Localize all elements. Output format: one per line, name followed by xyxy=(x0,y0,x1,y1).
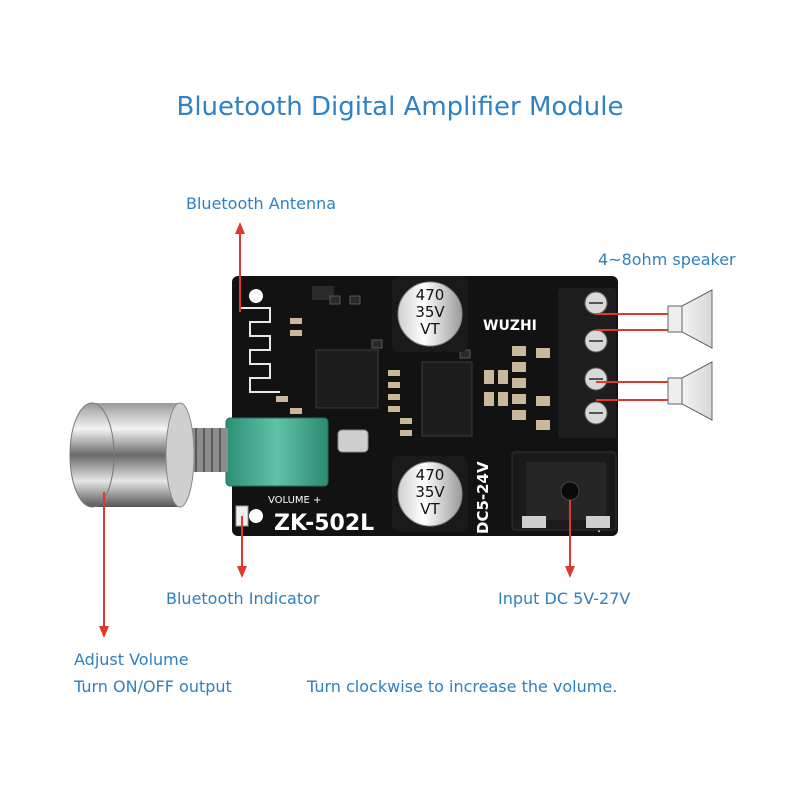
voltage-text: DC5-24V xyxy=(474,461,492,534)
speaker-icon xyxy=(667,289,713,349)
brand-text: WUZHI xyxy=(483,318,537,334)
mount-hole xyxy=(249,509,263,523)
speaker-label: 4~8ohm speaker xyxy=(598,250,736,269)
bluetooth-chip xyxy=(315,349,379,409)
turn-on-off-label: Turn ON/OFF output xyxy=(74,677,232,696)
capacitor-label: 35V xyxy=(415,483,445,501)
input-label: Input DC 5V-27V xyxy=(498,589,631,608)
antenna-trace xyxy=(240,307,280,393)
page-title: Bluetooth Digital Amplifier Module xyxy=(176,92,624,122)
speaker-wires xyxy=(596,313,668,401)
antenna-label: Bluetooth Antenna xyxy=(186,194,337,213)
speaker-terminal xyxy=(558,288,616,438)
volume-knob xyxy=(69,402,195,508)
callout-arrows xyxy=(99,222,575,638)
volume-potentiometer xyxy=(192,417,329,487)
regulator-chip xyxy=(312,286,334,300)
mount-hole xyxy=(249,289,263,303)
clockwise-note: Turn clockwise to increase the volume. xyxy=(307,677,618,696)
components xyxy=(276,286,550,453)
indicator-label: Bluetooth Indicator xyxy=(166,589,320,608)
capacitor-label: VT xyxy=(420,500,440,518)
volume-mark-text: VOLUME + xyxy=(268,495,321,506)
amplifier-chip xyxy=(421,361,473,437)
capacitor-top: 470 35V VT xyxy=(392,276,468,352)
capacitor-label: 470 xyxy=(416,466,445,484)
adjust-volume-label: Adjust Volume xyxy=(74,650,189,669)
capacitor-label: VT xyxy=(420,320,440,338)
dc-jack xyxy=(511,451,617,531)
capacitor-label: 35V xyxy=(415,303,445,321)
speaker-icon xyxy=(667,361,713,421)
crystal-oscillator xyxy=(337,429,369,453)
capacitor-bottom: 470 35V VT xyxy=(392,456,468,532)
model-text: ZK-502L xyxy=(274,511,374,536)
capacitor-label: 470 xyxy=(416,286,445,304)
